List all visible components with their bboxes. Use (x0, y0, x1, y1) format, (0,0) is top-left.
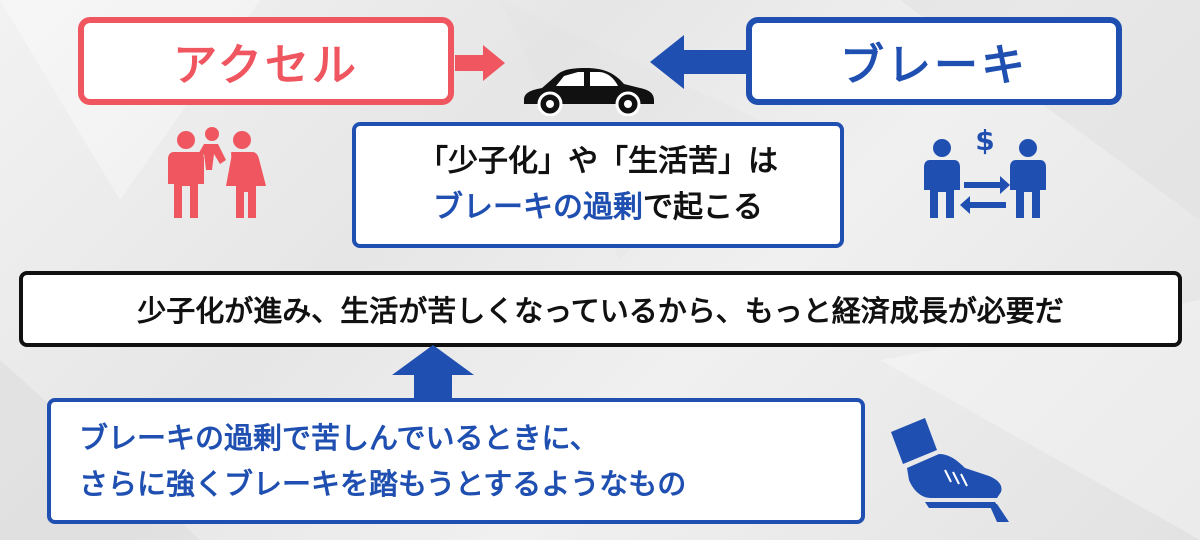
foot-pedal-icon (891, 418, 1009, 522)
statement-box: 少子化が進み、生活が苦しくなっているから、もっと経済成長が必要だ (19, 271, 1182, 347)
accelerator-label: アクセル (173, 40, 359, 91)
analogy-box: ブレーキの過剰で苦しんでいるときに、 さらに強くブレーキを踏もうとするようなもの (47, 398, 865, 524)
money-exchange-icon: $ (924, 124, 1046, 218)
analogy-line2: さらに強くブレーキを踏もうとするようなもの (79, 467, 687, 501)
family-icon (168, 127, 266, 218)
center-note-highlight: ブレーキの過剰 (433, 190, 643, 225)
dollar-sign: $ (975, 124, 994, 157)
arrow-left-icon (650, 35, 748, 89)
center-note-box: 「少子化」や「生活苦」は ブレーキの過剰で起こる (352, 122, 844, 248)
statement-text: 少子化が進み、生活が苦しくなっているから、もっと経済成長が必要だ (137, 294, 1064, 328)
analogy-line1: ブレーキの過剰で苦しんでいるときに、 (79, 421, 599, 455)
arrow-up-icon (392, 345, 474, 401)
brake-label: ブレーキ (840, 40, 1028, 91)
center-note-line2: ブレーキの過剰で起こる (433, 185, 763, 231)
arrow-right-icon (455, 45, 505, 81)
accelerator-box: アクセル (78, 17, 454, 105)
center-note-rest: で起こる (643, 190, 763, 225)
car-icon (524, 68, 654, 116)
brake-box: ブレーキ (746, 17, 1122, 105)
center-note-line1: 「少子化」や「生活苦」は (418, 144, 778, 179)
